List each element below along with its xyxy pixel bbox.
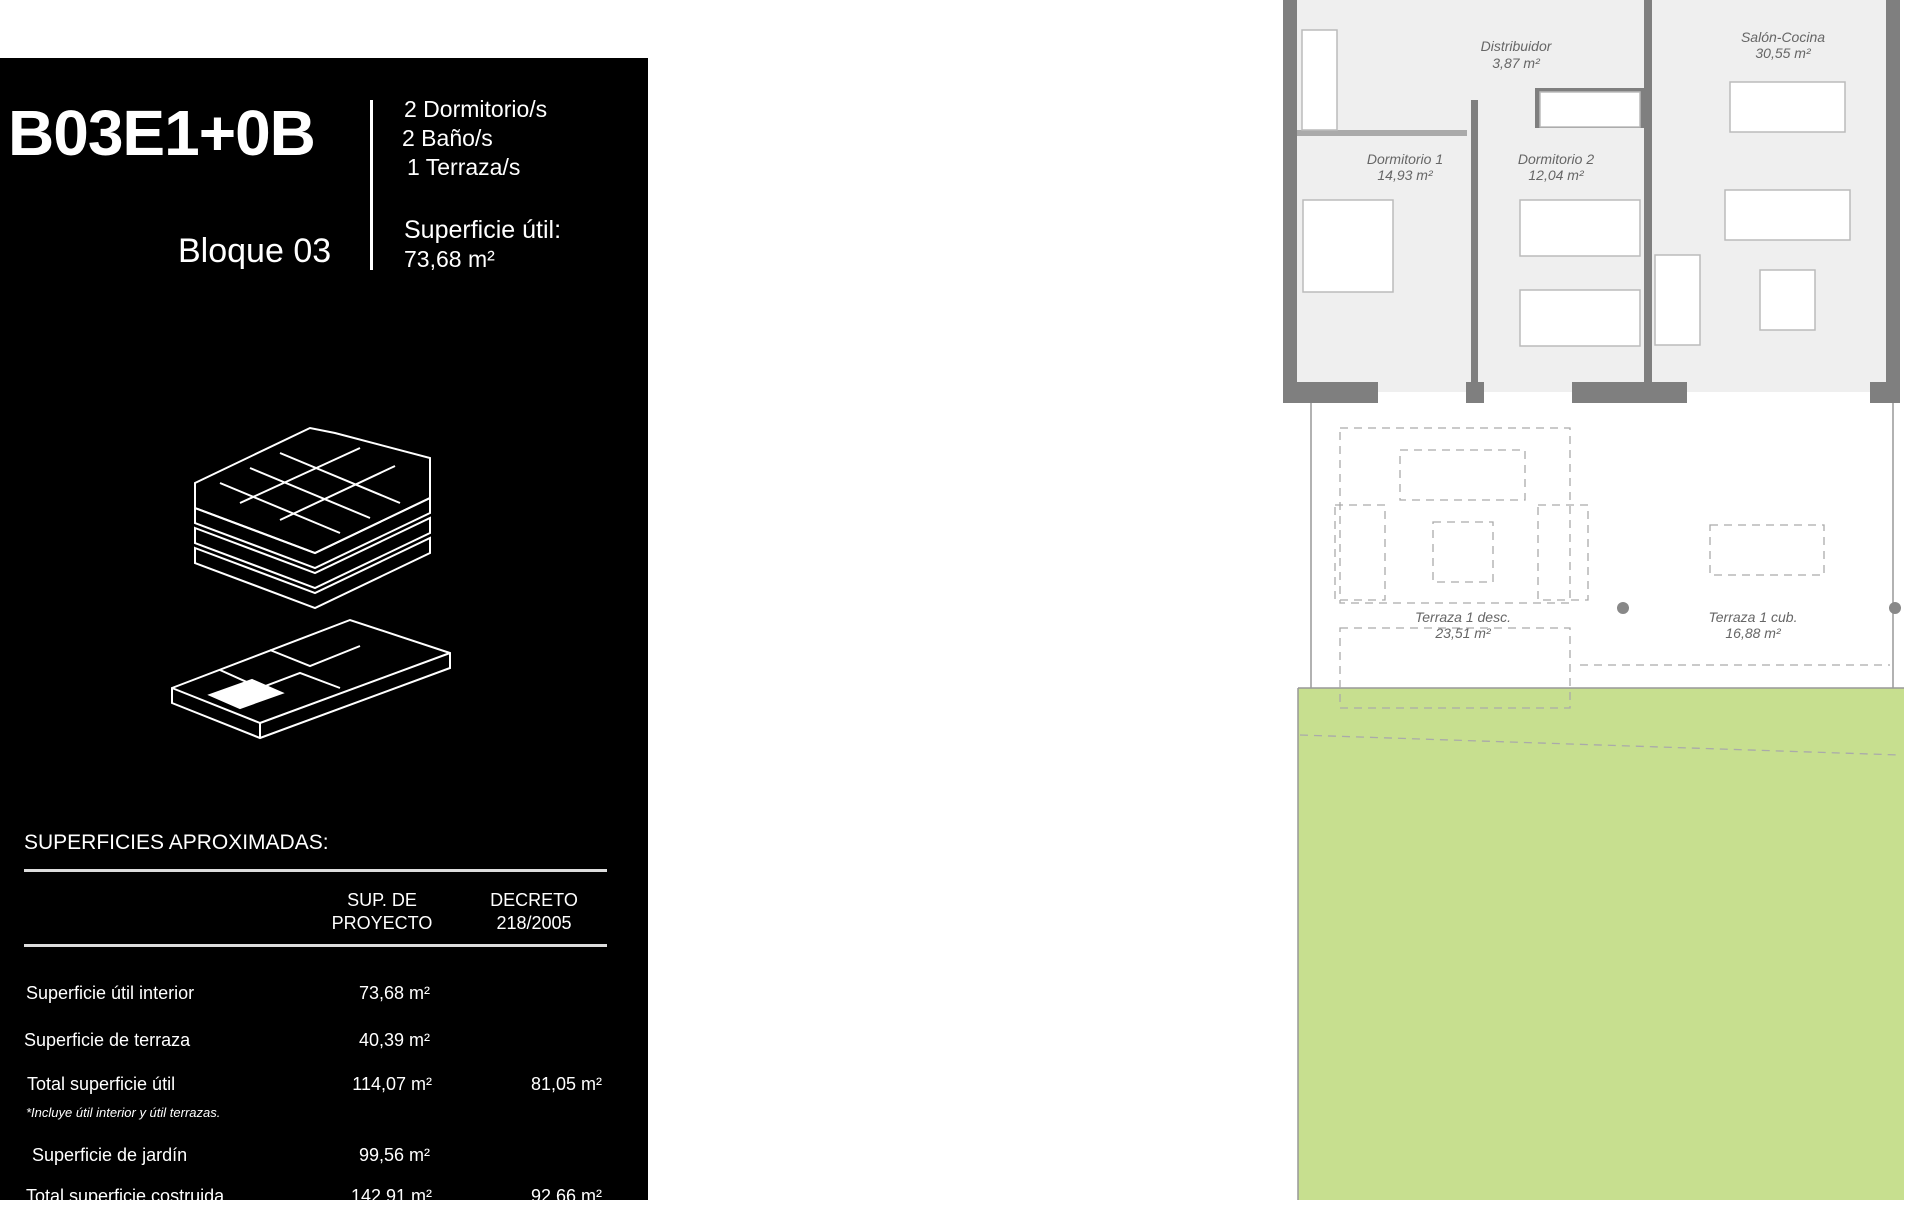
- room-area: 3,87 m²: [1492, 55, 1541, 71]
- row-project: 99,56 m²: [358, 1145, 430, 1165]
- room-area: 30,55 m²: [1755, 45, 1812, 61]
- row-label: Superficie útil interior: [26, 983, 195, 1003]
- column-icon: [1617, 602, 1629, 614]
- terraces: 1 Terraza/s: [407, 154, 521, 180]
- room-name: Salón-Cocina: [1741, 29, 1825, 45]
- furniture: [1301, 29, 1851, 347]
- row-note: *Incluye útil interior y útil terrazas.: [26, 1105, 221, 1120]
- row-project: 73,68 m²: [358, 983, 430, 1003]
- room-area: 16,88 m²: [1725, 625, 1782, 641]
- header-decree: DECRETO 218/2005: [464, 889, 604, 935]
- room-name: Terraza 1 cub.: [1709, 609, 1798, 625]
- row-decree: 81,05 m²: [530, 1074, 602, 1094]
- building-isometric-icon: [171, 426, 451, 740]
- divider: [370, 100, 373, 270]
- garden-area: [1298, 688, 1904, 1200]
- row-project: 114,07 m²: [352, 1074, 432, 1094]
- row-label: Total superficie útil: [27, 1074, 176, 1094]
- room-area: 14,93 m²: [1377, 167, 1434, 183]
- row-label: Superficie de terraza: [24, 1030, 191, 1050]
- areas-title: SUPERFICIES APROXIMADAS:: [24, 831, 329, 854]
- column-icon: [1889, 602, 1901, 614]
- bedrooms: 2 Dormitorio/s: [404, 96, 548, 122]
- table-rule-top: [24, 869, 607, 872]
- block-label: Bloque 03: [178, 232, 332, 270]
- useful-area-label: Superficie útil:: [404, 216, 562, 244]
- useful-area-value: 73,68 m²: [404, 246, 495, 272]
- unit-info-panel: B03E1+0B 2 Dormitorio/s 2 Baño/s 1 Terra…: [0, 58, 648, 1206]
- header-project-line1: SUP. DE: [347, 890, 417, 910]
- room-area: 23,51 m²: [1434, 625, 1492, 641]
- room-name: Dormitorio 1: [1367, 151, 1443, 167]
- header-decree-line2: 218/2005: [496, 913, 572, 933]
- row-label: Superficie de jardín: [32, 1145, 188, 1165]
- room-name: Dormitorio 2: [1518, 151, 1594, 167]
- row-project: 40,39 m²: [358, 1030, 430, 1050]
- bathrooms: 2 Baño/s: [402, 125, 493, 151]
- header-project: SUP. DE PROYECTO: [312, 889, 452, 935]
- header-decree-line1: DECRETO: [490, 890, 578, 910]
- unit-code: B03E1+0B: [8, 97, 316, 169]
- room-area: 12,04 m²: [1528, 167, 1585, 183]
- terrace-furniture: [1299, 427, 1901, 756]
- header-project-line2: PROYECTO: [331, 913, 433, 933]
- room-name: Terraza 1 desc.: [1415, 609, 1511, 625]
- table-rule-bottom: [24, 944, 607, 947]
- room-name: Distribuidor: [1481, 38, 1553, 54]
- terrace-outline: [1297, 403, 1904, 1200]
